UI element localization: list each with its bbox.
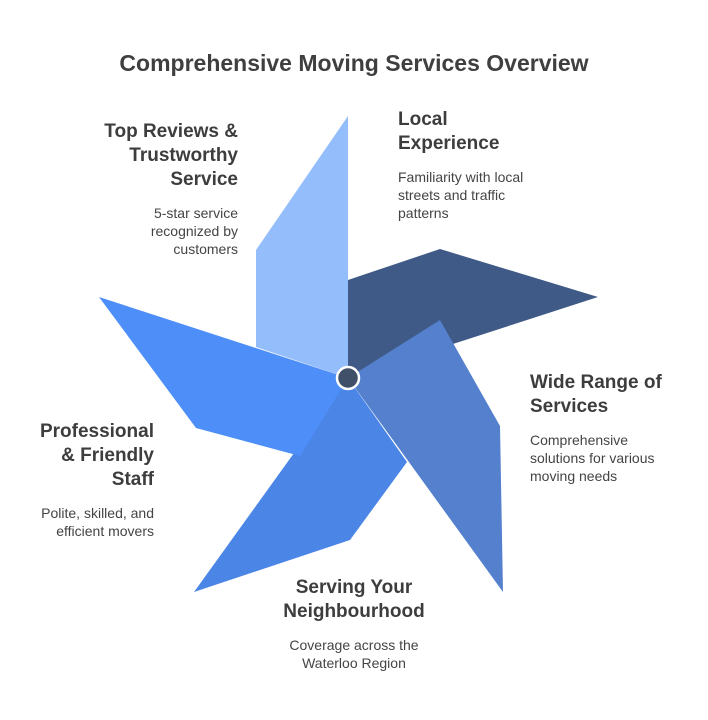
pinwheel-hub [335, 365, 361, 391]
blade-serving [194, 378, 407, 592]
serving-neighbourhood-heading: Serving Your Neighbourhood [283, 577, 425, 622]
professional-staff-heading: Professional & Friendly Staff [39, 421, 154, 490]
blade-staff [99, 297, 348, 456]
professional-staff-description: Polite, skilled, and efficient movers [41, 505, 154, 539]
wide-range-description: Comprehensive solutions for various movi… [530, 432, 655, 484]
blade-range [348, 320, 503, 592]
top-reviews-description: 5-star service recognized by customers [150, 205, 238, 257]
wide-range-heading: Wide Range of Services [530, 372, 662, 417]
top-reviews-heading: Top Reviews & Trustworthy Service [104, 121, 238, 190]
local-experience-heading: Local Experience [398, 109, 500, 154]
professional-staff-block: Professional & Friendly Staff Polite, sk… [10, 420, 154, 540]
page-title: Comprehensive Moving Services Overview [119, 50, 589, 76]
serving-neighbourhood-block: Serving Your Neighbourhood Coverage acro… [248, 576, 460, 672]
blade-reviews [256, 116, 348, 378]
local-experience-block: Local Experience Familiarity with local … [398, 108, 598, 222]
top-reviews-block: Top Reviews & Trustworthy Service 5-star… [40, 120, 238, 258]
local-experience-description: Familiarity with local streets and traff… [398, 169, 524, 221]
serving-neighbourhood-description: Coverage across the Waterloo Region [289, 637, 419, 671]
wide-range-block: Wide Range of Services Comprehensive sol… [530, 371, 700, 485]
